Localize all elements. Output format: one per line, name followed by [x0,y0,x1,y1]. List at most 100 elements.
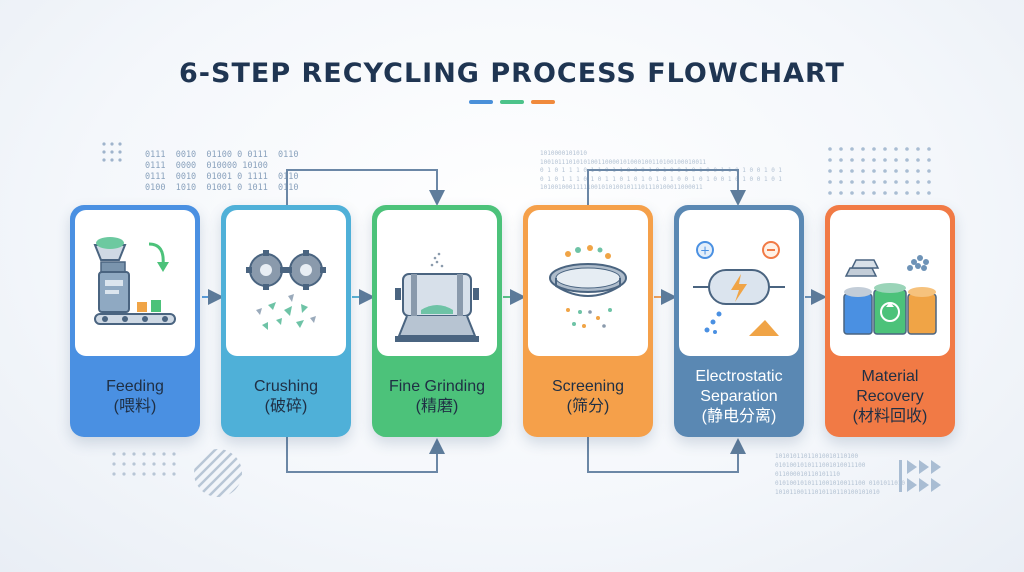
grinding-illustration [377,210,497,356]
screening-label-zh: (筛分) [566,397,610,415]
feeding-label-zh: (喂料) [113,397,157,415]
title-accent-green [500,100,524,104]
decor-dot [905,169,909,173]
material-recovery-label-en-2: Recovery [856,387,924,405]
decor-dot [162,462,166,466]
decor-dot [850,158,854,162]
decor-dot [122,462,126,466]
decor-dot [905,147,909,151]
decor-dot [850,147,854,151]
decor-dot [112,452,116,456]
decor-dot [861,169,865,173]
decor-dot [905,191,909,195]
decor-dot [142,462,146,466]
dot-grid-left-top [102,142,122,162]
fine-grinding-label: Fine Grinding (精磨) [372,356,502,437]
loop-connector-top-1 [286,169,445,206]
decor-dot [172,452,176,456]
svg-text:+: + [700,244,710,258]
screening-label: Screening (筛分) [523,356,653,437]
fine-grinding-label-en: Fine Grinding [388,377,486,395]
decor-dot [927,180,931,184]
feeding-illustration [75,210,195,356]
decor-dot [112,462,116,466]
binary-decor-left: 0111 0010 01100 0 0111 0110 0111 0000 01… [145,150,299,193]
electrostatic-label-en-1: Electrostatic [695,367,783,385]
decor-dot [132,462,136,466]
decor-dot [861,158,865,162]
decor-dot [905,180,909,184]
decor-dot [122,452,126,456]
electrostatic-label-zh: (静电分离) [701,407,777,425]
decor-dot [872,180,876,184]
decor-dot [132,452,136,456]
decor-dot [828,147,832,151]
material-recovery-label-zh: (材料回收) [852,407,928,425]
decor-dot [861,147,865,151]
electrostatic-illustration: + [679,210,799,356]
crushing-label: Crushing (破碎) [221,356,351,437]
decor-dot [894,191,898,195]
decor-dot [872,169,876,173]
decor-dot [916,191,920,195]
decor-dot [872,191,876,195]
decor-dot [132,472,136,476]
title-accent-blue [469,100,493,104]
decor-dot [839,158,843,162]
decor-dot [872,158,876,162]
decor-dot [916,180,920,184]
binary-decor-right-bottom: 10101011011010010110100 0101001010111001… [775,453,906,496]
decor-dot [850,180,854,184]
decor-dot [152,452,156,456]
decor-dot [861,180,865,184]
chevron-right-decor-icon [899,460,941,492]
step-card-crushing: Crushing (破碎) [221,205,351,437]
decor-dot [872,147,876,151]
decor-dot [894,180,898,184]
decor-dot [112,472,116,476]
decor-dot [883,169,887,173]
decor-dot [839,191,843,195]
decor-dot [894,158,898,162]
step-card-material-recovery: Material Recovery (材料回收) [825,205,955,437]
electrostatic-separation-label: Electrostatic Separation (静电分离) [674,356,804,437]
step-card-electrostatic-separation: + Electrostatic Separation (静电分离) [674,205,804,437]
recovery-illustration [830,210,950,356]
loop-connector-bottom-1 [286,437,445,473]
page-title: 6-STEP RECYCLING PROCESS FLOWCHART [179,58,845,89]
decor-dot [916,158,920,162]
decor-dot [162,452,166,456]
fine-grinding-label-zh: (精磨) [415,397,459,415]
step-card-fine-grinding: Fine Grinding (精磨) [372,205,502,437]
decor-dot [122,472,126,476]
decor-dot [152,472,156,476]
decor-dot [905,158,909,162]
decor-dot [172,462,176,466]
decor-dot [927,169,931,173]
decor-dot [916,169,920,173]
electrostatic-label-en-2: Separation [700,387,778,405]
feeding-label-en: Feeding [106,377,164,395]
feeding-label: Feeding (喂料) [70,356,200,437]
decor-dot [883,147,887,151]
decor-dot [828,180,832,184]
material-recovery-label-en-1: Material [861,367,919,385]
decor-dot [142,472,146,476]
decor-dot [883,191,887,195]
material-recovery-label: Material Recovery (材料回收) [825,356,955,437]
decor-dot [883,158,887,162]
crushing-illustration [226,210,346,356]
decor-dot [894,147,898,151]
decor-dot [162,472,166,476]
decor-dot [927,191,931,195]
decor-dot [839,147,843,151]
dot-grid-bottom-left [112,452,176,476]
decor-dot [172,472,176,476]
dot-grid-right-top [828,147,931,195]
decor-dot [927,147,931,151]
decor-dot [883,180,887,184]
title-accent-orange [531,100,555,104]
decor-dot [839,169,843,173]
decor-dot [828,169,832,173]
